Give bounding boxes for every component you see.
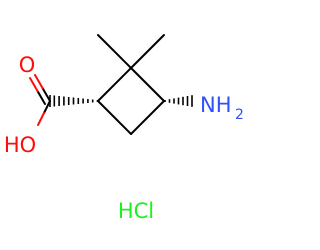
hashed-wedge-amine — [164, 95, 193, 107]
molecule-structure: O HO NH 2 HCl — [4, 34, 244, 223]
methyl-bond-right — [130, 34, 165, 69]
carboxyl-bonds — [29, 74, 51, 126]
hydroxyl-bond-red — [37, 112, 45, 126]
amine-label: NH — [200, 93, 232, 117]
carbonyl-oxygen-label: O — [19, 53, 36, 77]
ring-bond-top-left — [97, 67, 132, 102]
amine-subscript-label: 2 — [235, 107, 244, 123]
hydroxyl-label: HO — [4, 133, 36, 157]
hydroxyl-bond-black — [43, 100, 51, 114]
carbonyl-bond-a-black — [41, 87, 51, 102]
carbonyl-bond-b-black — [36, 90, 46, 105]
hashed-wedge-carboxyl — [49, 95, 99, 107]
carbonyl-bond-b-red — [29, 77, 39, 92]
ring-bond-bottom-right — [130, 100, 165, 135]
methyl-bond-left — [97, 34, 132, 69]
ring-bond-bottom-left — [97, 100, 132, 135]
ring-bond-top-right — [130, 67, 165, 102]
gem-dimethyl — [97, 34, 165, 69]
salt-label: HCl — [118, 199, 154, 223]
cyclobutane-ring — [97, 67, 165, 135]
carbonyl-bond-a-red — [34, 74, 44, 89]
